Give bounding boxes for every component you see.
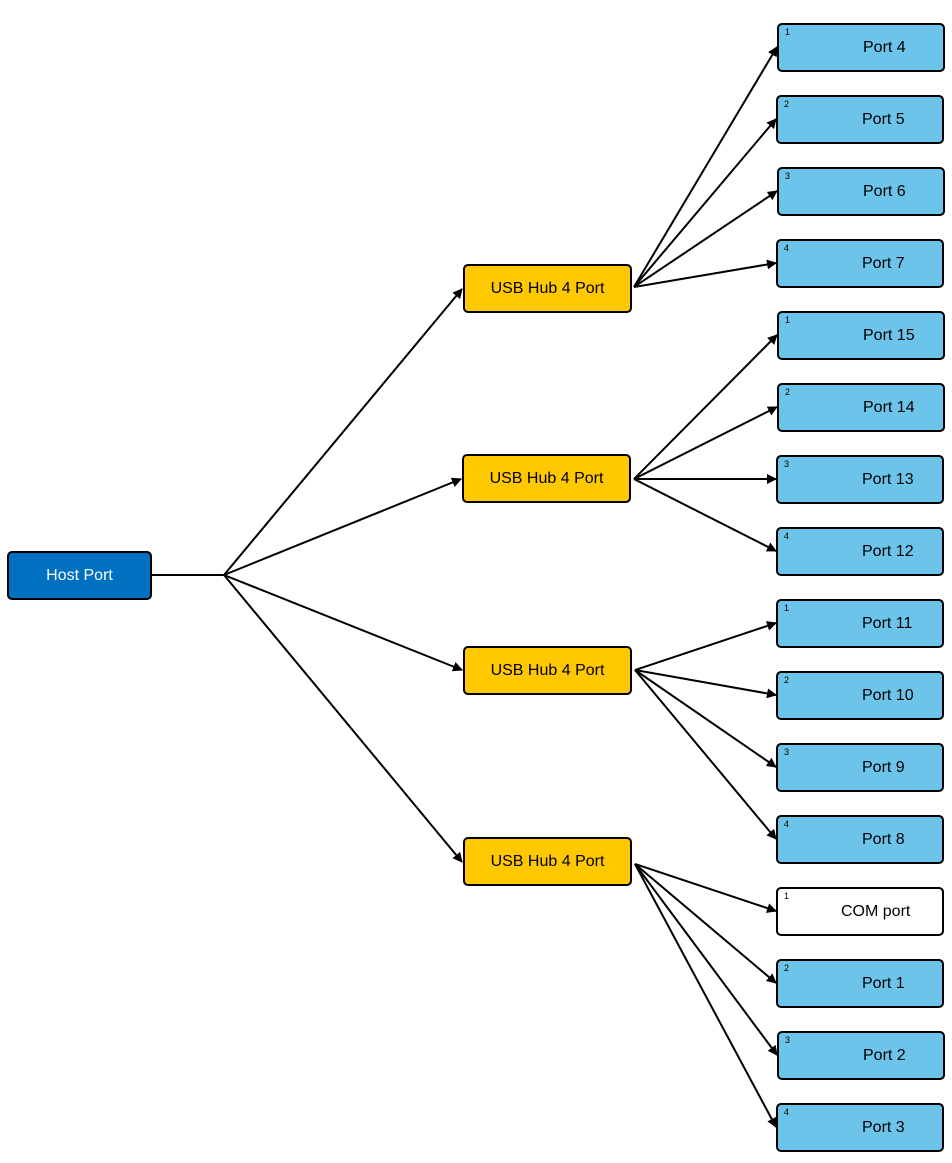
port-label: Port 14 [863, 398, 915, 416]
usb-hub-3-box: USB Hub 4 Port [463, 646, 632, 695]
port-box: 1 Port 11 [776, 599, 944, 648]
port-number: 1 [784, 891, 790, 901]
port-box: 1 Port 4 [777, 23, 945, 72]
port-box: 1 Port 15 [777, 311, 945, 360]
port-box: 4 Port 8 [776, 815, 944, 864]
port-number: 4 [784, 1107, 790, 1117]
hub-1-to-port-2-arrow [633, 118, 777, 288]
usb-hub-4-box: USB Hub 4 Port [463, 837, 632, 886]
port-box: 3 Port 6 [777, 167, 945, 216]
port-label: Port 2 [863, 1046, 906, 1064]
port-box: 4 Port 7 [776, 239, 944, 288]
usb-hub-label: USB Hub 4 Port [490, 279, 605, 297]
hub-3-to-port-4-arrow [634, 669, 777, 840]
host-port-box: Host Port [7, 551, 152, 600]
port-box: 2 Port 1 [776, 959, 944, 1008]
port-number: 3 [784, 459, 790, 469]
hub-2-to-port-2-arrow [633, 406, 778, 480]
port-number: 3 [784, 747, 790, 757]
port-number: 3 [785, 1035, 791, 1045]
port-number: 4 [784, 531, 790, 541]
hub-4-to-port-1-arrow [634, 863, 777, 913]
port-box: 3 Port 13 [776, 455, 944, 504]
port-box: 2 Port 5 [776, 95, 944, 144]
port-box: 2 Port 14 [777, 383, 945, 432]
usb-hub-label: USB Hub 4 Port [489, 469, 604, 487]
port-number: 2 [784, 99, 790, 109]
usb-hub-label: USB Hub 4 Port [490, 852, 605, 870]
port-label: Port 10 [862, 686, 914, 704]
port-label: Port 13 [862, 470, 914, 488]
hub-1-to-port-1-arrow [633, 46, 778, 288]
hub-4-to-port-4-arrow [634, 863, 777, 1128]
port-number: 1 [785, 315, 791, 325]
port-box: 3 Port 9 [776, 743, 944, 792]
port-label: Port 3 [862, 1118, 905, 1136]
hub-3-to-port-3-arrow [634, 669, 777, 768]
port-label: Port 15 [863, 326, 915, 344]
port-number: 4 [784, 819, 790, 829]
port-label: Port 11 [862, 614, 913, 632]
port-label: Port 6 [863, 182, 906, 200]
hub-3-to-port-2-arrow [634, 669, 777, 699]
port-label: COM port [841, 902, 911, 920]
port-number: 2 [784, 963, 790, 973]
hub-2-to-port-1-arrow [633, 334, 778, 480]
usb-hub-2-box: USB Hub 4 Port [462, 454, 631, 503]
host-port-label: Host Port [46, 566, 113, 584]
hub-3-to-port-1-arrow [634, 621, 777, 671]
port-box: 4 Port 3 [776, 1103, 944, 1152]
com-port-box: 1 COM port [776, 887, 944, 936]
port-label: Port 8 [862, 830, 905, 848]
usb-hub-1-box: USB Hub 4 Port [463, 264, 632, 313]
port-label: Port 1 [862, 974, 905, 992]
host-to-hub-2-arrow [223, 477, 462, 576]
host-to-hub-4-arrow [223, 574, 463, 863]
port-box: 4 Port 12 [776, 527, 944, 576]
port-box: 2 Port 10 [776, 671, 944, 720]
port-number: 1 [784, 603, 790, 613]
port-number: 4 [784, 243, 790, 253]
port-label: Port 7 [862, 254, 905, 272]
port-label: Port 5 [862, 110, 905, 128]
host-to-hub-3-arrow [223, 574, 463, 672]
port-number: 2 [784, 675, 790, 685]
usb-hub-label: USB Hub 4 Port [490, 661, 605, 679]
port-box: 3 Port 2 [777, 1031, 945, 1080]
hub-4-to-port-2-arrow [634, 863, 777, 984]
hub-1-to-port-4-arrow [633, 259, 777, 288]
port-label: Port 4 [863, 38, 906, 56]
hub-4-to-port-3-arrow [634, 863, 778, 1056]
hub-1-to-port-3-arrow [633, 190, 778, 288]
port-label: Port 9 [862, 758, 905, 776]
hub-2-to-port-4-arrow [633, 478, 777, 552]
host-to-hub-1-arrow [223, 288, 463, 576]
port-label: Port 12 [862, 542, 914, 560]
port-number: 2 [785, 387, 791, 397]
port-number: 3 [785, 171, 791, 181]
port-number: 1 [785, 27, 791, 37]
